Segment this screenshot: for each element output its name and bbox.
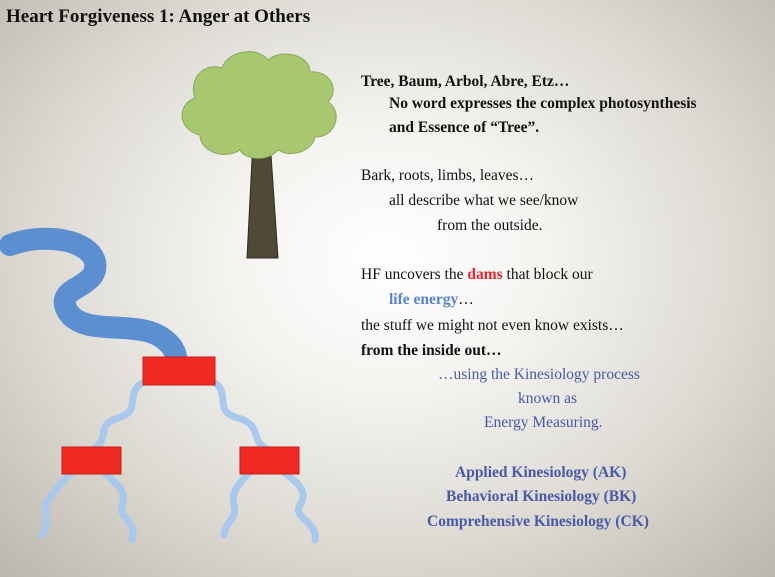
bark-line-3: from the outside.	[437, 217, 543, 234]
hf-line-1-prefix: HF uncovers the	[361, 266, 468, 283]
kinesiology-item-ck: Comprehensive Kinesiology (CK)	[427, 513, 649, 530]
dam-right	[239, 446, 300, 475]
hf-line-4: from the inside out…	[361, 342, 502, 359]
life-energy-highlight: life energy	[389, 291, 459, 308]
hf-line-5: …using the Kinesiology process	[438, 366, 640, 383]
river-main	[0, 227, 189, 381]
dam-left	[61, 446, 122, 475]
hf-line-1: HF uncovers the dams that block our	[361, 266, 593, 284]
hf-line-3: the stuff we might not even know exists…	[361, 317, 624, 334]
tree-essence-line-1: No word expresses the complex photosynth…	[389, 95, 697, 112]
dam-top	[142, 356, 216, 386]
hf-line-6: known as	[518, 390, 577, 407]
bark-line-1: Bark, roots, limbs, leaves…	[361, 167, 535, 184]
tree-essence-line-2: and Essence of “Tree”.	[389, 119, 540, 136]
hf-line-1-suffix: that block our	[502, 266, 593, 283]
slide-title: Heart Forgiveness 1: Anger at Others	[6, 6, 311, 27]
kinesiology-item-ak: Applied Kinesiology (AK)	[455, 464, 627, 481]
tree-canopy	[181, 51, 337, 159]
hf-line-2-suffix: …	[458, 291, 474, 308]
river-branches	[38, 376, 319, 544]
tree-icon	[181, 51, 337, 259]
dams-highlight: dams	[467, 266, 503, 283]
bark-line-2: all describe what we see/know	[389, 192, 579, 209]
hf-line-2: life energy…	[389, 291, 474, 309]
hf-line-7: Energy Measuring.	[484, 414, 603, 431]
tree-words-line: Tree, Baum, Arbol, Abre, Etz…	[361, 73, 570, 90]
kinesiology-item-bk: Behavioral Kinesiology (BK)	[446, 488, 637, 505]
